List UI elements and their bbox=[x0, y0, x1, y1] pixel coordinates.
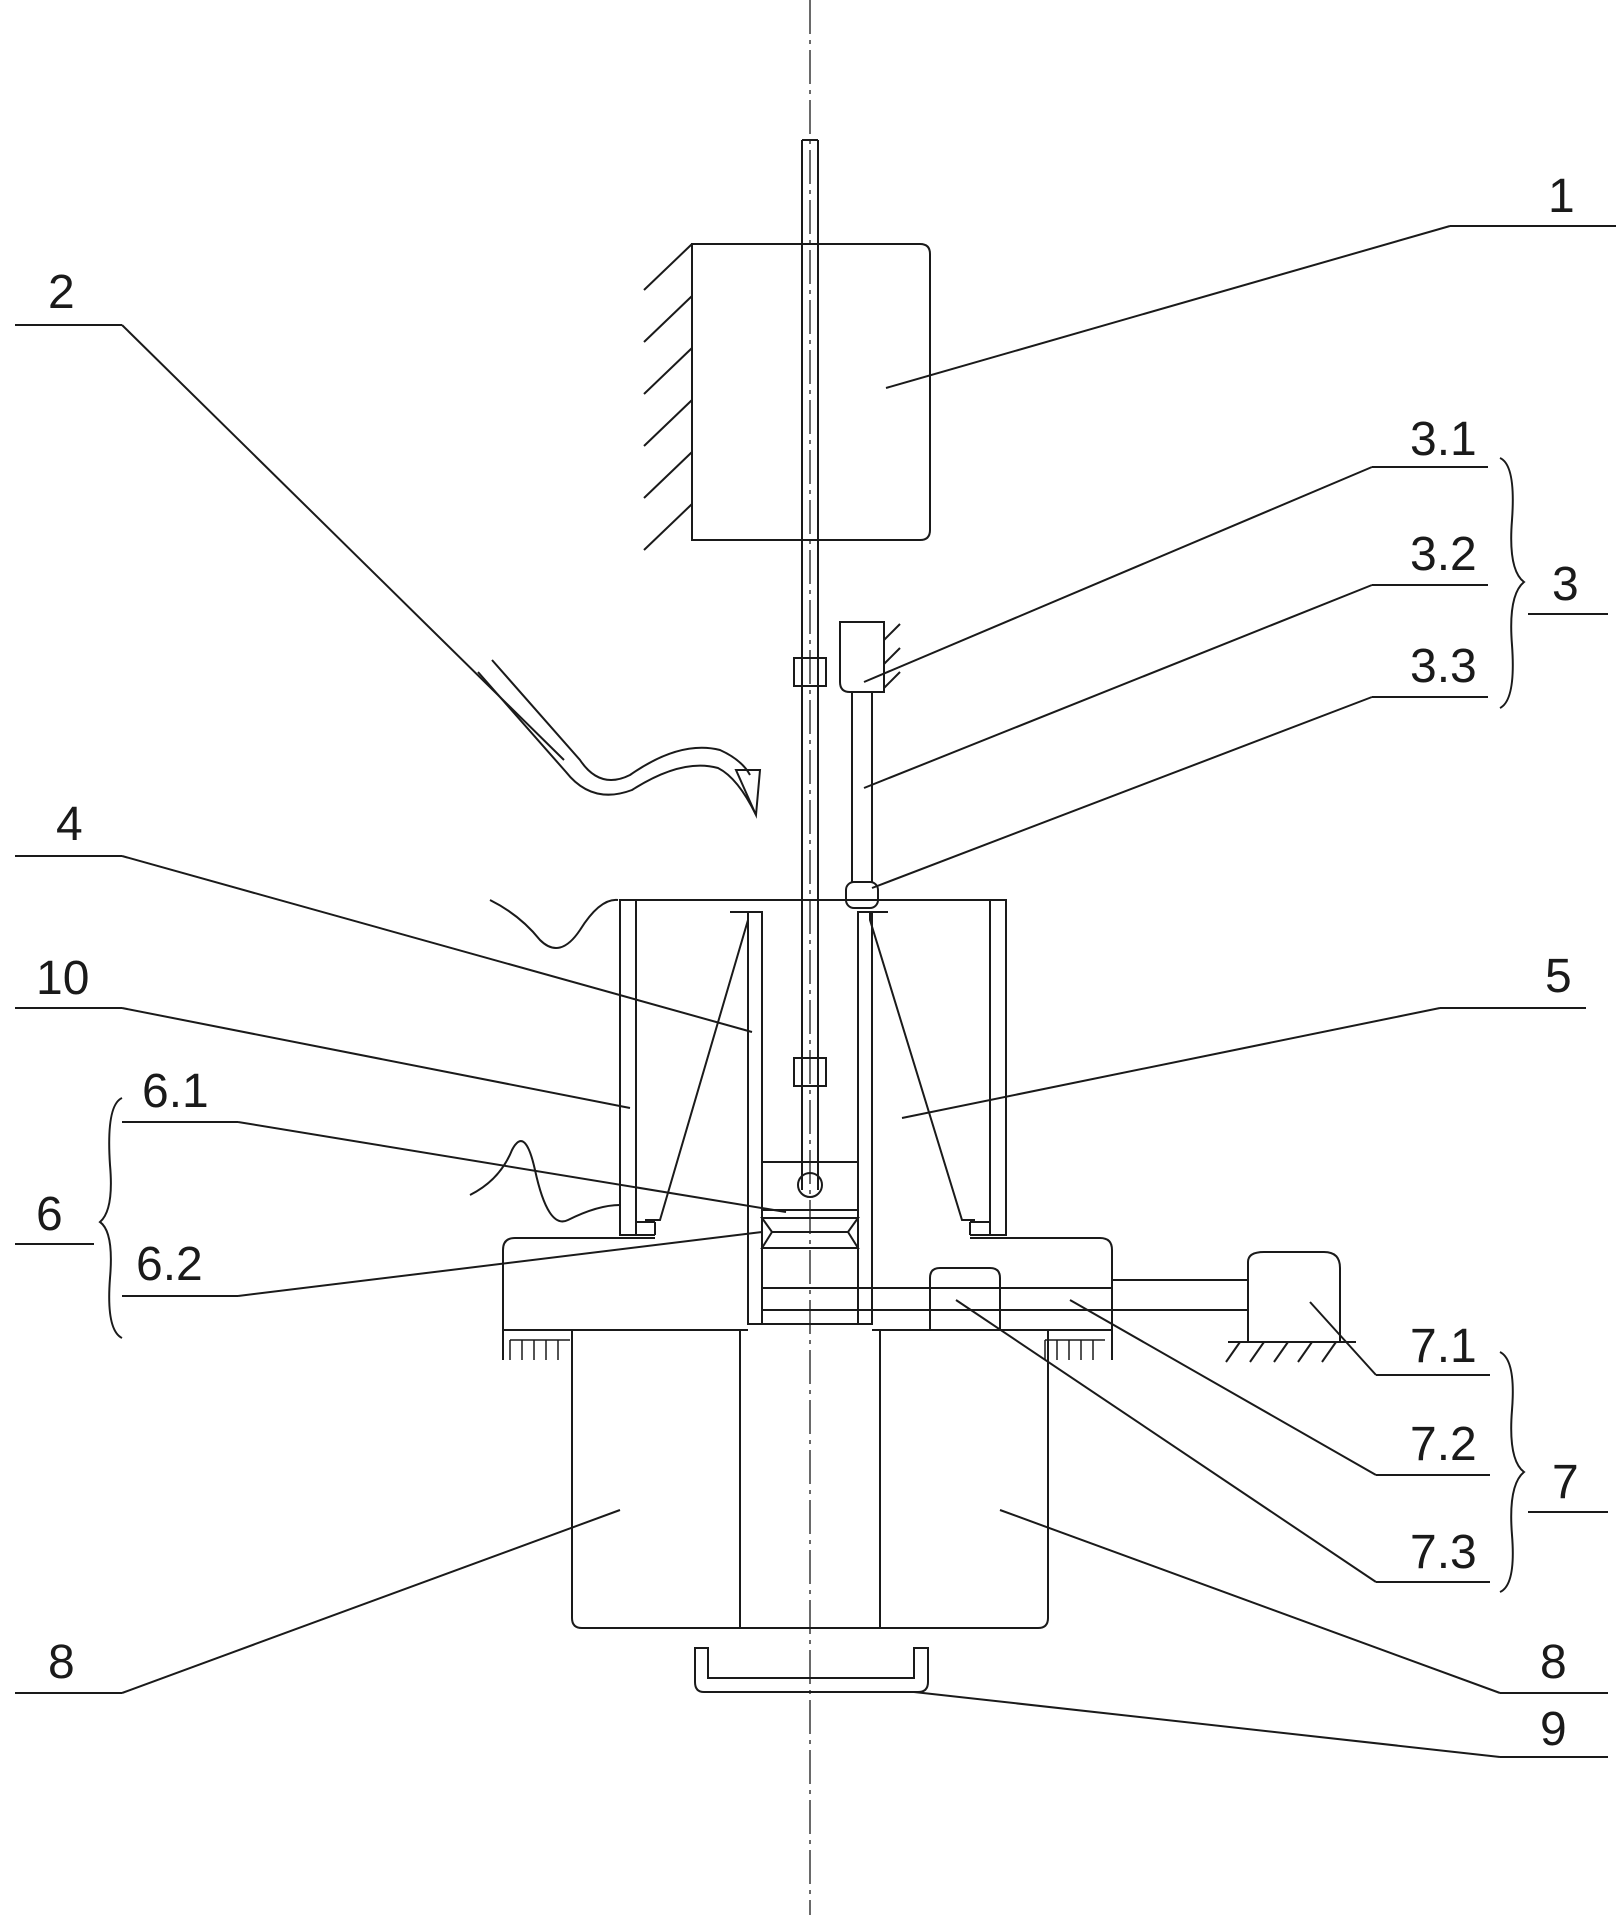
label-3-1: 3.1 bbox=[1410, 413, 1477, 466]
label-6: 6 bbox=[36, 1188, 63, 1241]
part-10-outer-vessel bbox=[470, 900, 1006, 1235]
part-2-curved-tool bbox=[478, 660, 760, 815]
label-10: 10 bbox=[36, 952, 89, 1005]
label-4: 4 bbox=[56, 798, 83, 851]
label-6-2: 6.2 bbox=[136, 1238, 203, 1291]
label-5: 5 bbox=[1545, 950, 1572, 1003]
label-3-2: 3.2 bbox=[1410, 528, 1477, 581]
part-9-tray bbox=[695, 1648, 928, 1692]
label-7-2: 7.2 bbox=[1410, 1418, 1477, 1471]
part-1-upper-block bbox=[644, 244, 930, 550]
label-6-1: 6.1 bbox=[142, 1065, 209, 1118]
leader-lines bbox=[15, 226, 1616, 1757]
part-labels: 1 2 3.1 3.2 3 3.3 4 10 5 6.1 6 6.2 7.1 7… bbox=[36, 170, 1579, 1756]
label-8-left: 8 bbox=[48, 1636, 75, 1689]
label-9: 9 bbox=[1540, 1703, 1567, 1756]
part-8-blocks bbox=[503, 1330, 1112, 1628]
label-7-3: 7.3 bbox=[1410, 1526, 1477, 1579]
part-3-assembly bbox=[840, 622, 900, 908]
label-3: 3 bbox=[1552, 558, 1579, 611]
label-2: 2 bbox=[48, 266, 75, 319]
label-7: 7 bbox=[1552, 1456, 1579, 1509]
label-1: 1 bbox=[1548, 170, 1575, 223]
label-3-3: 3.3 bbox=[1410, 640, 1477, 693]
label-7-1: 7.1 bbox=[1410, 1320, 1477, 1373]
label-8-right: 8 bbox=[1540, 1636, 1567, 1689]
